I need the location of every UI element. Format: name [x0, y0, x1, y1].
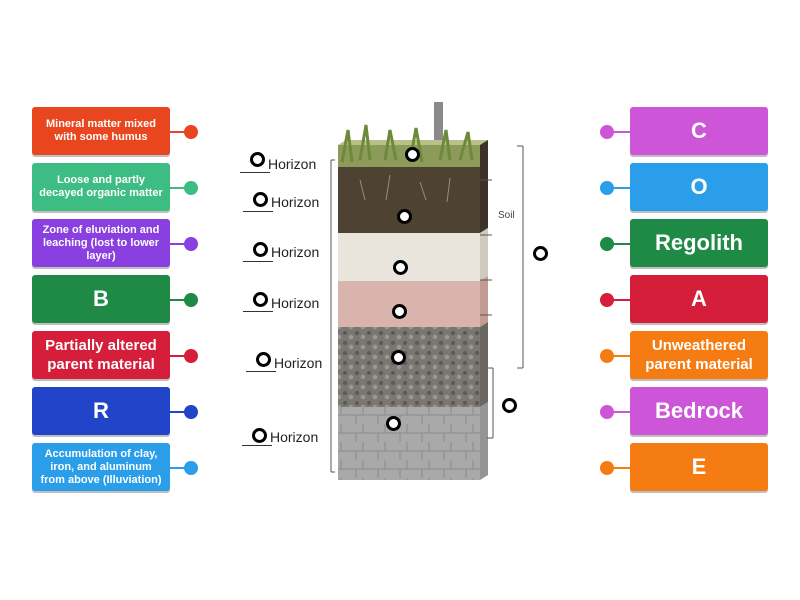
right-answer-card[interactable]: Bedrock [630, 387, 768, 435]
horizon-label-hotspot[interactable] [253, 192, 268, 207]
card-connector [612, 187, 630, 189]
horizon-label-hotspot[interactable] [252, 428, 267, 443]
card-connector-dot[interactable] [184, 293, 198, 307]
horizon-label: Horizon [271, 295, 320, 311]
left-answer-card[interactable]: R [32, 387, 170, 435]
horizon-label: Horizon [270, 429, 319, 445]
card-connector-dot[interactable] [184, 405, 198, 419]
right-answer-card[interactable]: C [630, 107, 768, 155]
left-answer-card[interactable]: Mineral matter mixed with some humus [32, 107, 170, 155]
card-connector [612, 467, 630, 469]
card-connector-dot[interactable] [184, 461, 198, 475]
card-connector [170, 131, 186, 133]
right-answer-card[interactable]: Regolith [630, 219, 768, 267]
card-connector-dot[interactable] [600, 349, 614, 363]
card-connector-dot[interactable] [184, 125, 198, 139]
card-connector [170, 187, 186, 189]
hotspot-a-layer[interactable] [397, 209, 412, 224]
horizon-label-hotspot[interactable] [253, 292, 268, 307]
card-connector [170, 411, 186, 413]
card-connector-dot[interactable] [600, 293, 614, 307]
card-connector-dot[interactable] [600, 461, 614, 475]
card-connector [612, 299, 630, 301]
hotspot-o-layer[interactable] [405, 147, 420, 162]
hotspot-c-layer[interactable] [391, 350, 406, 365]
left-answer-card[interactable]: B [32, 275, 170, 323]
horizon-underline [243, 211, 273, 212]
card-connector [612, 355, 630, 357]
card-connector-dot[interactable] [184, 349, 198, 363]
card-connector [612, 243, 630, 245]
horizon-label-hotspot[interactable] [256, 352, 271, 367]
horizon-label-hotspot[interactable] [250, 152, 265, 167]
card-connector-dot[interactable] [600, 237, 614, 251]
right-answer-card[interactable]: Unweathered parent material [630, 331, 768, 379]
card-connector [170, 299, 186, 301]
left-answer-card[interactable]: Loose and partly decayed organic matter [32, 163, 170, 211]
left-answer-card[interactable]: Partially altered parent material [32, 331, 170, 379]
left-answer-card[interactable]: Accumulation of clay, iron, and aluminum… [32, 443, 170, 491]
right-answer-card[interactable]: O [630, 163, 768, 211]
horizon-underline [246, 371, 276, 372]
horizon-underline [240, 172, 270, 173]
card-connector-dot[interactable] [184, 181, 198, 195]
horizon-label: Horizon [271, 194, 320, 210]
card-connector [170, 355, 186, 357]
hotspot-e-layer[interactable] [393, 260, 408, 275]
card-connector [170, 467, 186, 469]
card-connector [612, 131, 630, 133]
horizon-label: Horizon [271, 244, 320, 260]
left-answer-card[interactable]: Zone of eluviation and leaching (lost to… [32, 219, 170, 267]
card-connector-dot[interactable] [600, 125, 614, 139]
soil-profile-image [338, 102, 488, 480]
card-connector-dot[interactable] [184, 237, 198, 251]
soil-bracket-label: Soil [498, 210, 515, 221]
card-connector [612, 411, 630, 413]
hotspot-soil-bracket[interactable] [533, 246, 548, 261]
horizon-label: Horizon [274, 355, 323, 371]
card-connector-dot[interactable] [600, 405, 614, 419]
hotspot-b-layer[interactable] [392, 304, 407, 319]
right-answer-card[interactable]: A [630, 275, 768, 323]
horizon-underline [243, 311, 273, 312]
soil-brackets [330, 145, 524, 473]
right-answer-card[interactable]: E [630, 443, 768, 491]
horizon-label-hotspot[interactable] [253, 242, 268, 257]
card-connector [170, 243, 186, 245]
horizon-underline [242, 445, 272, 446]
horizon-underline [243, 261, 273, 262]
card-connector-dot[interactable] [600, 181, 614, 195]
hotspot-regolith-bracket[interactable] [502, 398, 517, 413]
horizon-label: Horizon [268, 156, 317, 172]
hotspot-r-layer[interactable] [386, 416, 401, 431]
